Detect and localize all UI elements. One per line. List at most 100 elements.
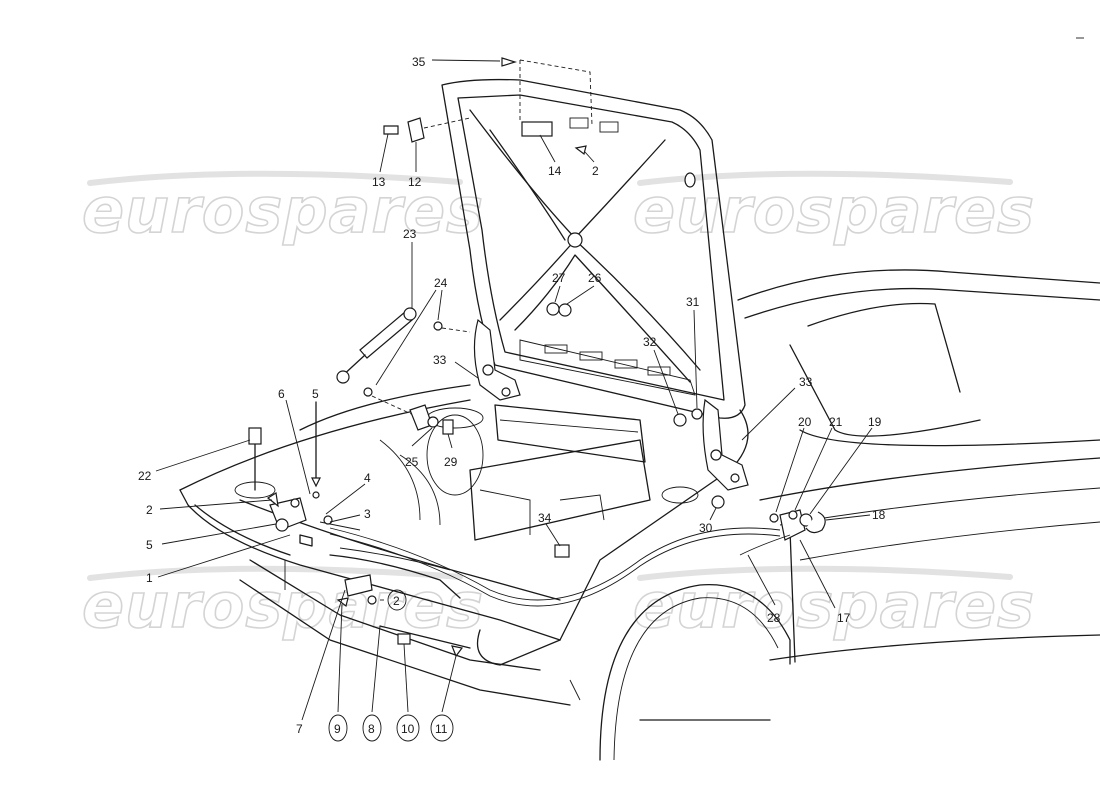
leader-21 [794, 427, 833, 511]
leader-22 [155, 439, 251, 472]
watermark-swoosh [87, 565, 463, 581]
bolt-5 [311, 477, 321, 488]
leader-25 [411, 427, 433, 447]
callout-35: 35 [412, 55, 426, 69]
strut-eye-upper [403, 307, 417, 321]
wheel-arch-inner [613, 597, 779, 761]
left-hinge [473, 318, 521, 401]
leader-31 [693, 309, 698, 409]
leader-34 [545, 523, 561, 547]
washer-6 [312, 491, 320, 499]
lid-frame-upper-2 [489, 129, 566, 241]
deck-left-edge [179, 399, 471, 491]
right-hinge [702, 398, 749, 491]
callout-29: 29 [444, 455, 458, 469]
callout-7: 7 [296, 722, 303, 736]
rail-slot [614, 359, 638, 369]
callout-ring [387, 589, 407, 611]
trunk-opening-rear [299, 384, 471, 431]
wheel-arch [599, 583, 791, 761]
callout-26: 26 [588, 271, 602, 285]
sill-line [769, 634, 1100, 661]
callout-20: 20 [798, 415, 812, 429]
part-9-clip [336, 597, 349, 608]
leader-26 [566, 285, 595, 305]
callout-8: 8 [368, 722, 375, 736]
hinge-pivot [730, 473, 740, 483]
callout-24: 24 [434, 276, 448, 290]
callout-2: 2 [146, 503, 153, 517]
cable-28 [739, 534, 791, 556]
rear-window [789, 344, 981, 437]
leader-14 [539, 134, 556, 163]
lamp-recess-2 [339, 547, 451, 571]
lock-assembly [248, 401, 361, 547]
strut-eye-lower [336, 370, 350, 384]
bumper-edge [569, 679, 581, 701]
callout-4: 4 [364, 471, 371, 485]
leader-30 [709, 507, 717, 521]
part-12-guide [423, 117, 471, 129]
part-18-hook [805, 511, 826, 534]
part-20-clip [769, 513, 779, 523]
lid-outer [441, 78, 746, 419]
leader-5b [161, 523, 277, 545]
deck-lip [179, 489, 561, 641]
watermark-group: eurospares eurospares eurospares eurospa… [81, 170, 1035, 643]
part-30-buffer [711, 495, 725, 509]
lid-frame-lower [499, 239, 701, 371]
callout-ring [396, 714, 420, 742]
callout-17: 17 [837, 611, 851, 625]
strut-dash [441, 327, 471, 333]
leader-4 [325, 483, 366, 515]
roof-line-inner [744, 287, 1100, 319]
rear-shelf [494, 404, 646, 463]
door-line [789, 529, 796, 663]
watermark-text: eurospares [633, 174, 1035, 247]
leader-20 [775, 427, 805, 513]
body-crease [759, 457, 1100, 501]
roof-line [737, 269, 1100, 301]
part-11-clip [451, 645, 464, 658]
trunk-well [479, 489, 531, 535]
callout-ring [362, 714, 382, 742]
leader-8 [371, 625, 381, 713]
callout-34: 34 [538, 511, 552, 525]
callout-33: 33 [799, 375, 813, 389]
callout-1: 1 [146, 571, 153, 585]
lock-screw [290, 498, 300, 508]
gas-strut [336, 307, 471, 431]
hinge-pivot [710, 449, 722, 461]
strut-bracket [409, 404, 433, 431]
watermark-swoosh [637, 565, 1013, 581]
shelf-line [499, 419, 639, 433]
window-frame [807, 302, 961, 393]
leader-24a [375, 289, 437, 386]
leader-2a [584, 151, 595, 163]
leader-6 [285, 399, 311, 495]
part-34-clip [554, 544, 570, 558]
body-shoulder [799, 429, 1100, 447]
lid-lower-rail [519, 339, 696, 396]
callout-28: 28 [767, 611, 781, 625]
rail-slot [579, 351, 603, 361]
lid-inner [457, 94, 725, 401]
lock-barrel [275, 518, 289, 532]
cable-loop [379, 439, 421, 521]
callout-ring [430, 714, 454, 742]
lip-inner [194, 504, 291, 556]
leader-33b [741, 387, 796, 441]
rail-slot [544, 344, 568, 354]
leader-1 [157, 534, 291, 578]
watermark-swoosh [637, 170, 1013, 186]
lid-bump [684, 172, 696, 188]
callout-22: 22 [138, 469, 152, 483]
lid-frame-lower-2 [514, 254, 691, 383]
lamp-recess [329, 554, 461, 599]
release-cable [329, 527, 781, 601]
rail-slot [647, 366, 671, 376]
callout-10: 10 [401, 722, 415, 736]
leader-28 [747, 554, 776, 606]
lock-striker [299, 534, 313, 547]
